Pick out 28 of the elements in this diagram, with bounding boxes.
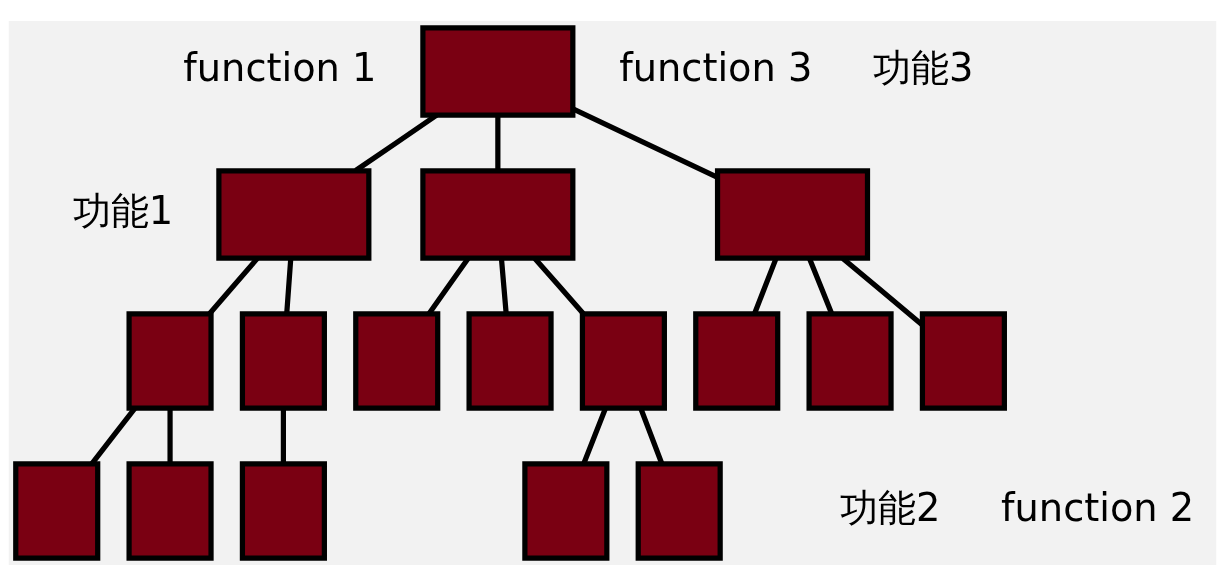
node-box [919, 310, 1007, 411]
node-box [239, 460, 327, 561]
node-box [126, 460, 214, 561]
label: 功能3 [873, 44, 974, 90]
node-box [353, 310, 441, 411]
node-box [420, 167, 576, 261]
connector [495, 114, 501, 170]
node-box [466, 310, 554, 411]
connector [498, 257, 509, 314]
label: function 2 [1001, 484, 1195, 530]
node-box [635, 460, 723, 561]
label: function 1 [183, 44, 377, 90]
node-box [420, 24, 576, 118]
node-box [216, 167, 372, 261]
node-box [126, 310, 214, 411]
connector [167, 407, 173, 464]
node-box [714, 167, 871, 261]
node-box [13, 460, 101, 561]
node-box [522, 460, 610, 561]
connector [280, 407, 286, 464]
node-box [693, 310, 781, 411]
connector [284, 257, 294, 314]
label: 功能1 [72, 187, 174, 233]
node-box [239, 310, 327, 411]
node-box [579, 310, 667, 411]
label: 功能2 [839, 484, 941, 530]
label: function 3 [619, 44, 813, 90]
node-box [806, 310, 894, 411]
